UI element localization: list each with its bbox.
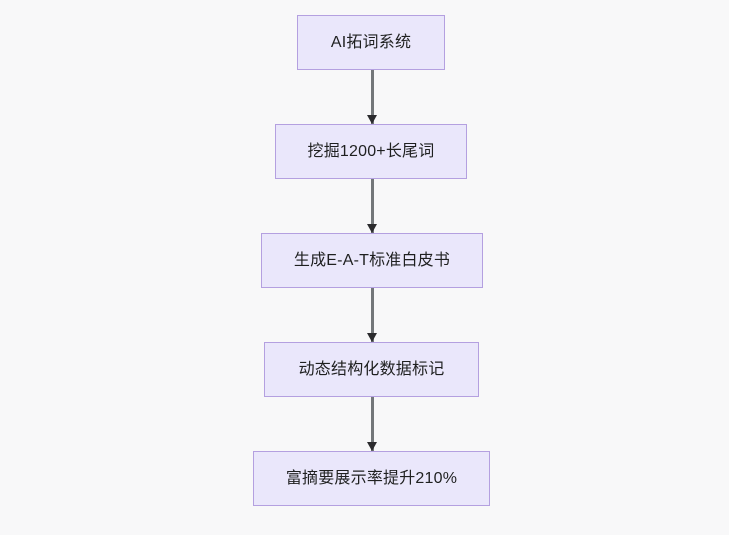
flow-node-n1[interactable]: AI拓词系统 (297, 15, 445, 70)
edge-n4-to-n5 (366, 397, 377, 451)
edge-line (371, 179, 374, 233)
flow-node-n5[interactable]: 富摘要展示率提升210% (253, 451, 490, 506)
edge-line (371, 70, 374, 124)
edge-n2-to-n3 (366, 179, 377, 233)
arrowhead-icon (366, 224, 377, 233)
edge-n3-to-n4 (366, 288, 377, 342)
edge-n1-to-n2 (366, 70, 377, 124)
arrowhead-icon (366, 115, 377, 124)
arrowhead-icon (366, 442, 377, 451)
flow-node-n3[interactable]: 生成E-A-T标准白皮书 (261, 233, 483, 288)
flow-node-label: AI拓词系统 (330, 33, 412, 51)
edge-line (371, 288, 374, 342)
edge-line (371, 397, 374, 451)
arrowhead-icon (366, 333, 377, 342)
flow-node-n4[interactable]: 动态结构化数据标记 (264, 342, 479, 397)
flow-node-label: 富摘要展示率提升210% (285, 469, 458, 487)
flow-node-label: 挖掘1200+长尾词 (307, 142, 435, 160)
flow-node-n2[interactable]: 挖掘1200+长尾词 (275, 124, 467, 179)
flow-node-label: 动态结构化数据标记 (298, 360, 445, 378)
flow-node-label: 生成E-A-T标准白皮书 (293, 251, 451, 269)
